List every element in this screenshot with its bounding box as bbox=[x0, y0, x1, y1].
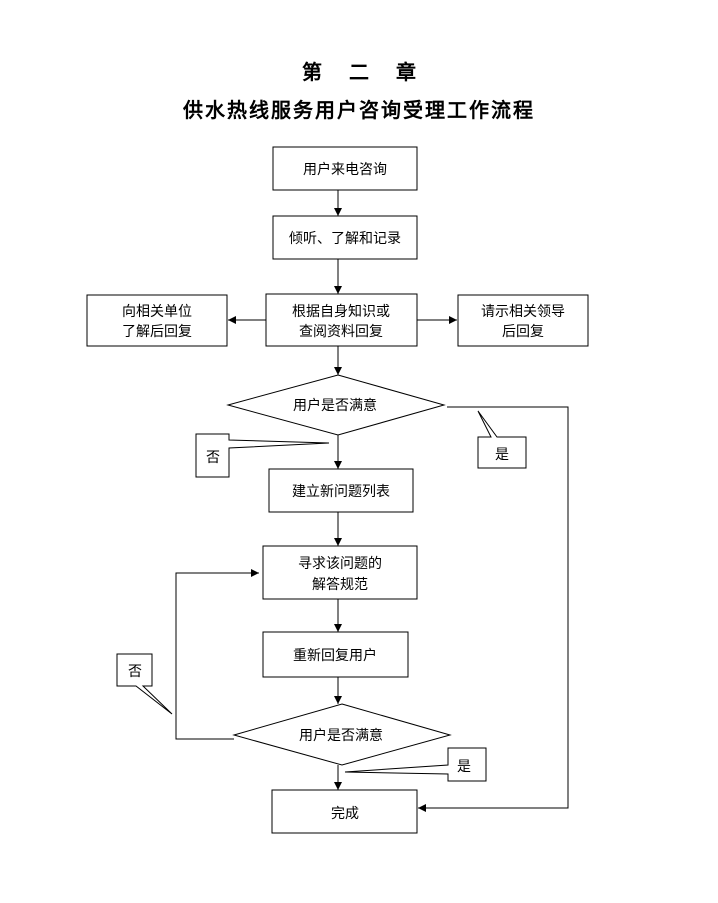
callout-yes-1: 是 bbox=[477, 410, 527, 469]
box-ask-units-line1: 向相关单位 bbox=[122, 304, 192, 320]
callout-yes-2-label: 是 bbox=[457, 759, 471, 775]
callout-no-1-label: 否 bbox=[206, 450, 220, 466]
callout-no-2: 否 bbox=[116, 653, 173, 715]
box-done: 完成 bbox=[271, 789, 418, 834]
box-seek-standard-line2: 解答规范 bbox=[312, 576, 368, 593]
arrow-decision1-yes-to-done bbox=[418, 406, 569, 812]
box-new-list: 建立新问题列表 bbox=[268, 468, 414, 513]
box-done-label: 完成 bbox=[331, 806, 359, 822]
arrow-decision2-no-loop bbox=[175, 569, 259, 740]
box-seek-standard-line1: 寻求该问题的 bbox=[298, 556, 382, 572]
decision-satisfied-1-label: 用户是否满意 bbox=[293, 397, 377, 414]
box-ask-leaders-line1: 请示相关领导 bbox=[481, 304, 565, 320]
decision-satisfied-2-label: 用户是否满意 bbox=[299, 727, 383, 744]
box-reply-line1: 根据自身知识或 bbox=[292, 303, 390, 320]
box-consult: 用户来电咨询 bbox=[272, 146, 418, 191]
box-reply: 根据自身知识或 查阅资料回复 bbox=[265, 293, 418, 347]
box-reply-line2: 查阅资料回复 bbox=[299, 323, 383, 340]
callout-yes-2: 是 bbox=[344, 747, 487, 782]
chapter-heading: 第 二 章 bbox=[302, 60, 426, 84]
callout-no-2-label: 否 bbox=[128, 664, 142, 680]
box-re-reply: 重新回复用户 bbox=[262, 631, 409, 678]
box-ask-units: 向相关单位 了解后回复 bbox=[86, 294, 228, 347]
box-listen: 倾听、了解和记录 bbox=[272, 215, 418, 260]
decision-satisfied-2: 用户是否满意 bbox=[232, 703, 452, 766]
page-title: 供水热线服务用户咨询受理工作流程 bbox=[183, 98, 535, 122]
box-consult-label: 用户来电咨询 bbox=[303, 161, 387, 178]
box-ask-leaders-line2: 后回复 bbox=[502, 323, 544, 340]
box-seek-standard: 寻求该问题的 解答规范 bbox=[262, 545, 418, 600]
box-re-reply-label: 重新回复用户 bbox=[293, 647, 377, 664]
box-new-list-label: 建立新问题列表 bbox=[292, 484, 390, 500]
decision-satisfied-1: 用户是否满意 bbox=[226, 374, 446, 436]
box-listen-label: 倾听、了解和记录 bbox=[289, 231, 401, 247]
callout-yes-1-label: 是 bbox=[495, 447, 509, 463]
box-ask-units-line2: 了解后回复 bbox=[122, 323, 192, 340]
callout-no-1: 否 bbox=[195, 433, 330, 478]
box-ask-leaders: 请示相关领导 后回复 bbox=[457, 294, 589, 347]
